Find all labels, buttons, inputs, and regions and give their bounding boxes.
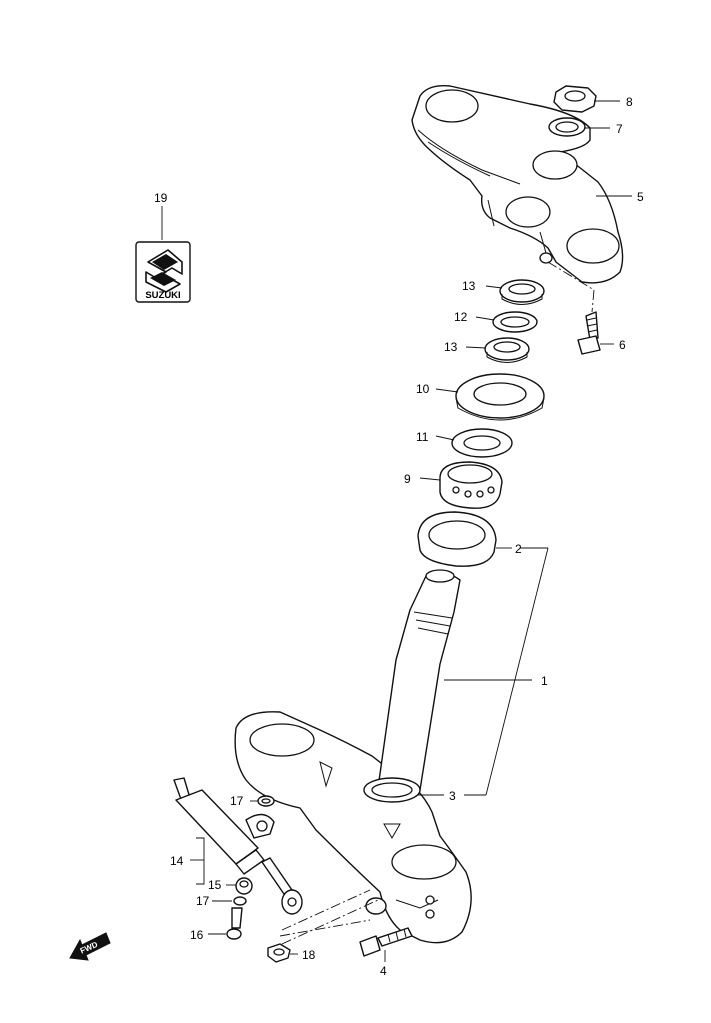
- callout-9: 9: [404, 472, 411, 486]
- damper-nut: [267, 943, 291, 963]
- callout-14: 14: [170, 854, 184, 868]
- callout-3: 3: [449, 789, 456, 803]
- callout-10: 10: [416, 382, 430, 396]
- bracket-bolt: [359, 897, 413, 957]
- steering-damper: [173, 777, 303, 915]
- damper-washer-upper: [257, 795, 275, 807]
- callout-15: 15: [208, 878, 222, 892]
- damper-washer-lower: [233, 896, 247, 906]
- damper-bolt: [226, 907, 243, 940]
- lock-nut-upper: [499, 279, 545, 305]
- steering-bearing: [439, 461, 503, 509]
- leader-lines: [161, 100, 632, 962]
- upper-bracket: [411, 85, 624, 284]
- callout-6: 6: [619, 338, 626, 352]
- callout-13-upper: 13: [462, 279, 476, 293]
- callout-labels: 8 7 5 6 13 12 13 10 11 9 2 1 3 17 14 15 …: [154, 95, 644, 978]
- callout-11: 11: [416, 430, 429, 444]
- callout-17-lower: 17: [196, 894, 210, 908]
- callout-4: 4: [380, 964, 387, 978]
- fwd-arrow-icon: FWD: [69, 932, 111, 961]
- lower-bracket-stem: [234, 569, 472, 944]
- top-washer: [548, 117, 586, 137]
- damper-bushing: [235, 877, 253, 895]
- suzuki-emblem: SUZUKI: [135, 241, 191, 303]
- pinch-bolt: [577, 311, 601, 355]
- dust-seal: [455, 373, 545, 421]
- callout-8: 8: [626, 95, 633, 109]
- emblem-brand-text: SUZUKI: [145, 290, 180, 301]
- callout-5: 5: [637, 190, 644, 204]
- callout-7: 7: [616, 122, 623, 136]
- callout-17-upper: 17: [230, 794, 244, 808]
- bearing-race: [417, 511, 497, 567]
- lock-nut-lower: [484, 337, 530, 363]
- top-nut: [553, 85, 597, 113]
- callout-18: 18: [302, 948, 316, 962]
- callout-13-lower: 13: [444, 340, 458, 354]
- lock-washer: [492, 311, 538, 333]
- callout-1: 1: [541, 674, 548, 688]
- thrust-washer: [451, 428, 513, 458]
- callout-2: 2: [515, 542, 522, 556]
- callout-16: 16: [190, 928, 204, 942]
- callout-12: 12: [454, 310, 468, 324]
- callout-19: 19: [154, 191, 168, 205]
